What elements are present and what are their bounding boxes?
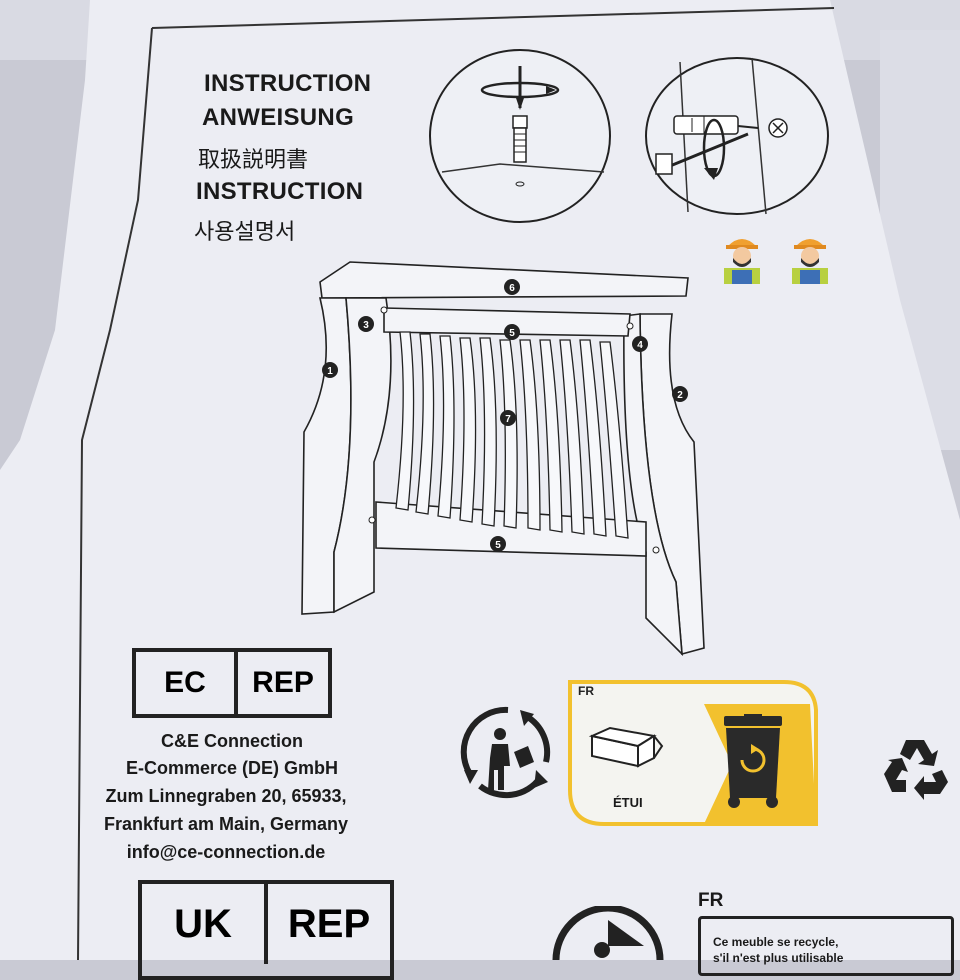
- uk-rep-box: UK REP: [138, 880, 394, 980]
- recycle-bin-icon: [724, 714, 782, 808]
- company-legal-name: E-Commerce (DE) GmbH: [125, 758, 339, 778]
- heading-anweisung-de: ANWEISUNG: [202, 104, 355, 131]
- fr-notice-line1: Ce meuble se recycle,: [713, 935, 839, 949]
- partial-circle-logo: [552, 906, 664, 960]
- heading-instruction-en: INSTRUCTION: [204, 70, 372, 97]
- worker-icon-2: [792, 239, 828, 284]
- uk-rep-label: REP: [287, 901, 371, 946]
- heading-instruction-ko: 사용설명서: [194, 220, 296, 245]
- recycle-icon: [884, 740, 948, 800]
- ec-label: EC: [164, 666, 206, 699]
- uk-rep-label-cell: REP: [268, 884, 390, 964]
- fr-notice-box: Ce meuble se recycle, s'il n'est plus ut…: [698, 916, 954, 976]
- uk-label-cell: UK: [142, 884, 268, 964]
- radiator-cover-diagram: [301, 261, 705, 657]
- contact-email: info@ce-connection.de: [126, 842, 326, 862]
- ec-label-cell: EC: [136, 652, 238, 714]
- fr-notice-line2: s'il n'est plus utilisable: [713, 951, 844, 965]
- uk-label: UK: [174, 901, 232, 946]
- screwdriver-icon: [429, 49, 611, 223]
- ec-rep-label-cell: REP: [238, 652, 328, 714]
- triman-country: FR: [578, 684, 594, 698]
- address-street: Zum Linnegraben 20, 65933,: [105, 786, 347, 806]
- wall-screw-icon: [645, 57, 829, 215]
- fr-notice-country: FR: [698, 890, 724, 911]
- box-icon: [588, 726, 664, 768]
- company-name: C&E Connection: [161, 731, 303, 751]
- worker-icon: [724, 239, 760, 284]
- address-city: Frankfurt am Main, Germany: [103, 814, 349, 834]
- heading-instruction-en-2: INSTRUCTION: [196, 178, 364, 205]
- heading-instruction-ja: 取扱説明書: [198, 148, 309, 173]
- ec-rep-box: EC REP: [132, 648, 332, 718]
- triman-item-label: ÉTUI: [613, 795, 643, 810]
- triman-icon: [460, 706, 551, 799]
- ec-rep-label: REP: [252, 666, 314, 699]
